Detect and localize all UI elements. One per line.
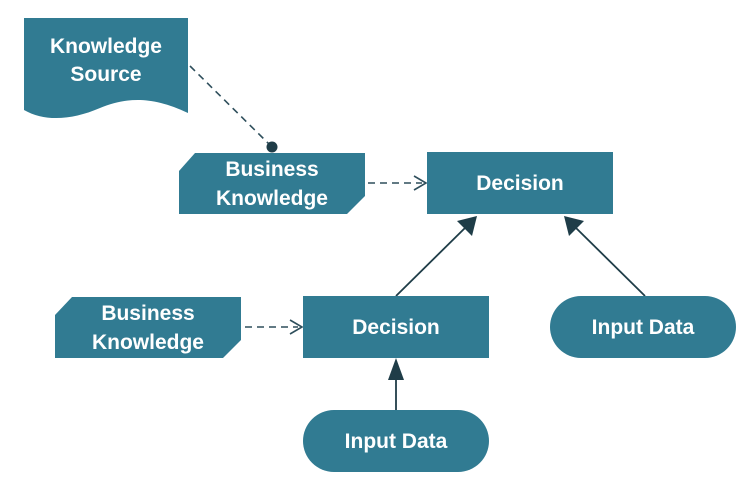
information-requirement-line-decision [395,224,469,297]
authority-requirement-dot [266,141,278,153]
decision-top-shape [427,152,613,214]
information-requirement-arrowhead-decision [457,216,477,236]
information-requirement-line-input-right [572,224,646,297]
information-requirement-arrowhead-input-bottom [388,358,404,380]
information-requirement-arrowhead-input-right [564,216,584,236]
knowledge-requirement-arrowhead-bottom [289,319,304,335]
knowledge-source-node[interactable]: Knowledge Source [24,18,188,119]
decision-top-label: Decision [476,172,564,195]
decision-bottom-shape [303,296,489,358]
business-knowledge-top-label-line1: Business [225,158,318,181]
business-knowledge-node-bottom[interactable]: Business Knowledge [55,297,241,358]
business-knowledge-node-top[interactable]: Business Knowledge [179,153,365,214]
knowledge-requirement-arrowhead-top [413,175,428,191]
business-knowledge-shape-bottom [55,297,241,358]
decision-node-bottom[interactable]: Decision [303,296,489,358]
connectors [189,65,646,410]
knowledge-source-label-line1: Knowledge [50,35,162,58]
business-knowledge-shape-top [179,153,365,214]
business-knowledge-bottom-label-line2: Knowledge [92,331,204,354]
knowledge-source-shape [24,18,188,119]
business-knowledge-top-label-line2: Knowledge [216,187,328,210]
decision-node-top[interactable]: Decision [427,152,613,214]
knowledge-source-label-line2: Source [70,63,141,86]
input-data-bottom-shape [303,410,489,472]
authority-requirement-line [189,65,271,146]
input-data-right-shape [550,296,736,358]
input-data-node-right[interactable]: Input Data [550,296,736,358]
input-data-right-label: Input Data [592,316,695,339]
business-knowledge-bottom-label-line1: Business [101,302,194,325]
decision-bottom-label: Decision [352,316,440,339]
input-data-bottom-label: Input Data [345,430,448,453]
input-data-node-bottom[interactable]: Input Data [303,410,489,472]
